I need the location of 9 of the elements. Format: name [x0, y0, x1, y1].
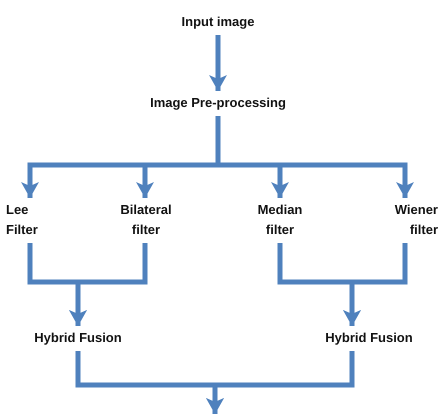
process-label: Hybrid Fusion — [12, 328, 144, 348]
process-label: Image Pre-processing — [140, 93, 296, 113]
arrow — [209, 35, 227, 91]
process-label: Wiener filter — [375, 200, 438, 240]
process-label: Input image — [168, 12, 268, 32]
process-label: Lee Filter — [6, 200, 50, 240]
process-label: Bilateral filter — [112, 200, 180, 240]
process-label: Median filter — [244, 200, 316, 240]
process-label: Hybrid Fusion — [300, 328, 438, 348]
